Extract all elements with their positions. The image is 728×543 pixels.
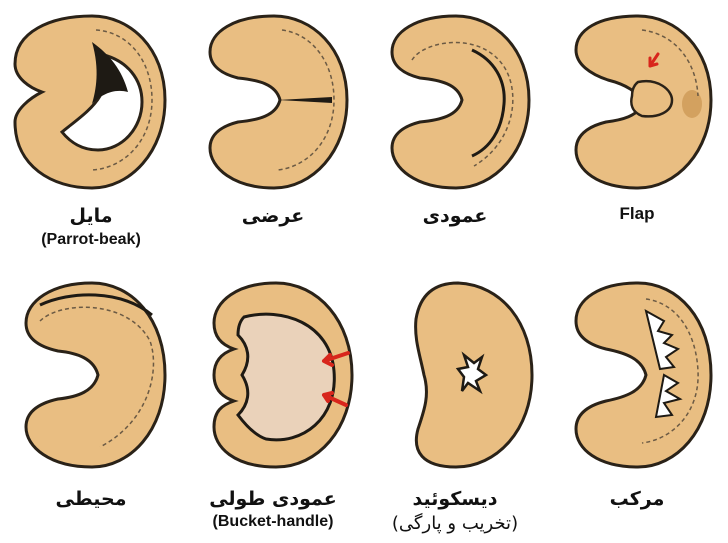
transverse-tear-illustration <box>182 0 364 200</box>
panel-vertical: عمودی <box>364 0 546 271</box>
meniscus-shape <box>576 283 711 467</box>
oblique-tear-illustration <box>0 0 182 200</box>
bruise-mark <box>682 90 702 118</box>
circumferential-label-fa: محیطی <box>0 487 182 511</box>
discoid-label-sub: (تخریب و پارگی) <box>364 512 546 536</box>
panel-oblique: مایل (Parrot-beak) <box>0 0 182 271</box>
bucket-handle-label-en: (Bucket-handle) <box>182 512 364 532</box>
oblique-label-en: (Parrot-beak) <box>0 230 182 250</box>
complex-tear-illustration <box>546 271 728 481</box>
circumferential-tear-illustration <box>0 271 182 481</box>
complex-label-fa: مرکب <box>546 487 728 511</box>
vertical-tear-illustration <box>364 0 546 200</box>
panel-transverse: عرضی <box>182 0 364 271</box>
flap-tear-illustration <box>546 0 728 200</box>
panel-complex: مرکب <box>546 271 728 542</box>
discoid-tear-illustration <box>364 271 546 481</box>
panel-discoid: دیسکوئید (تخریب و پارگی) <box>364 271 546 542</box>
flap-label-en: Flap <box>546 204 728 224</box>
discoid-label-fa: دیسکوئید <box>364 487 546 511</box>
oblique-label-fa: مایل <box>0 204 182 228</box>
panel-flap: Flap <box>546 0 728 271</box>
vertical-label-fa: عمودی <box>364 204 546 228</box>
meniscus-shape <box>392 16 529 188</box>
panel-circumferential: محیطی <box>0 271 182 542</box>
panel-bucket-handle: عمودی طولی (Bucket-handle) <box>182 271 364 542</box>
bucket-handle-tear-illustration <box>182 271 364 481</box>
transverse-label-fa: عرضی <box>182 204 364 228</box>
bucket-handle-label-fa: عمودی طولی <box>182 487 364 511</box>
